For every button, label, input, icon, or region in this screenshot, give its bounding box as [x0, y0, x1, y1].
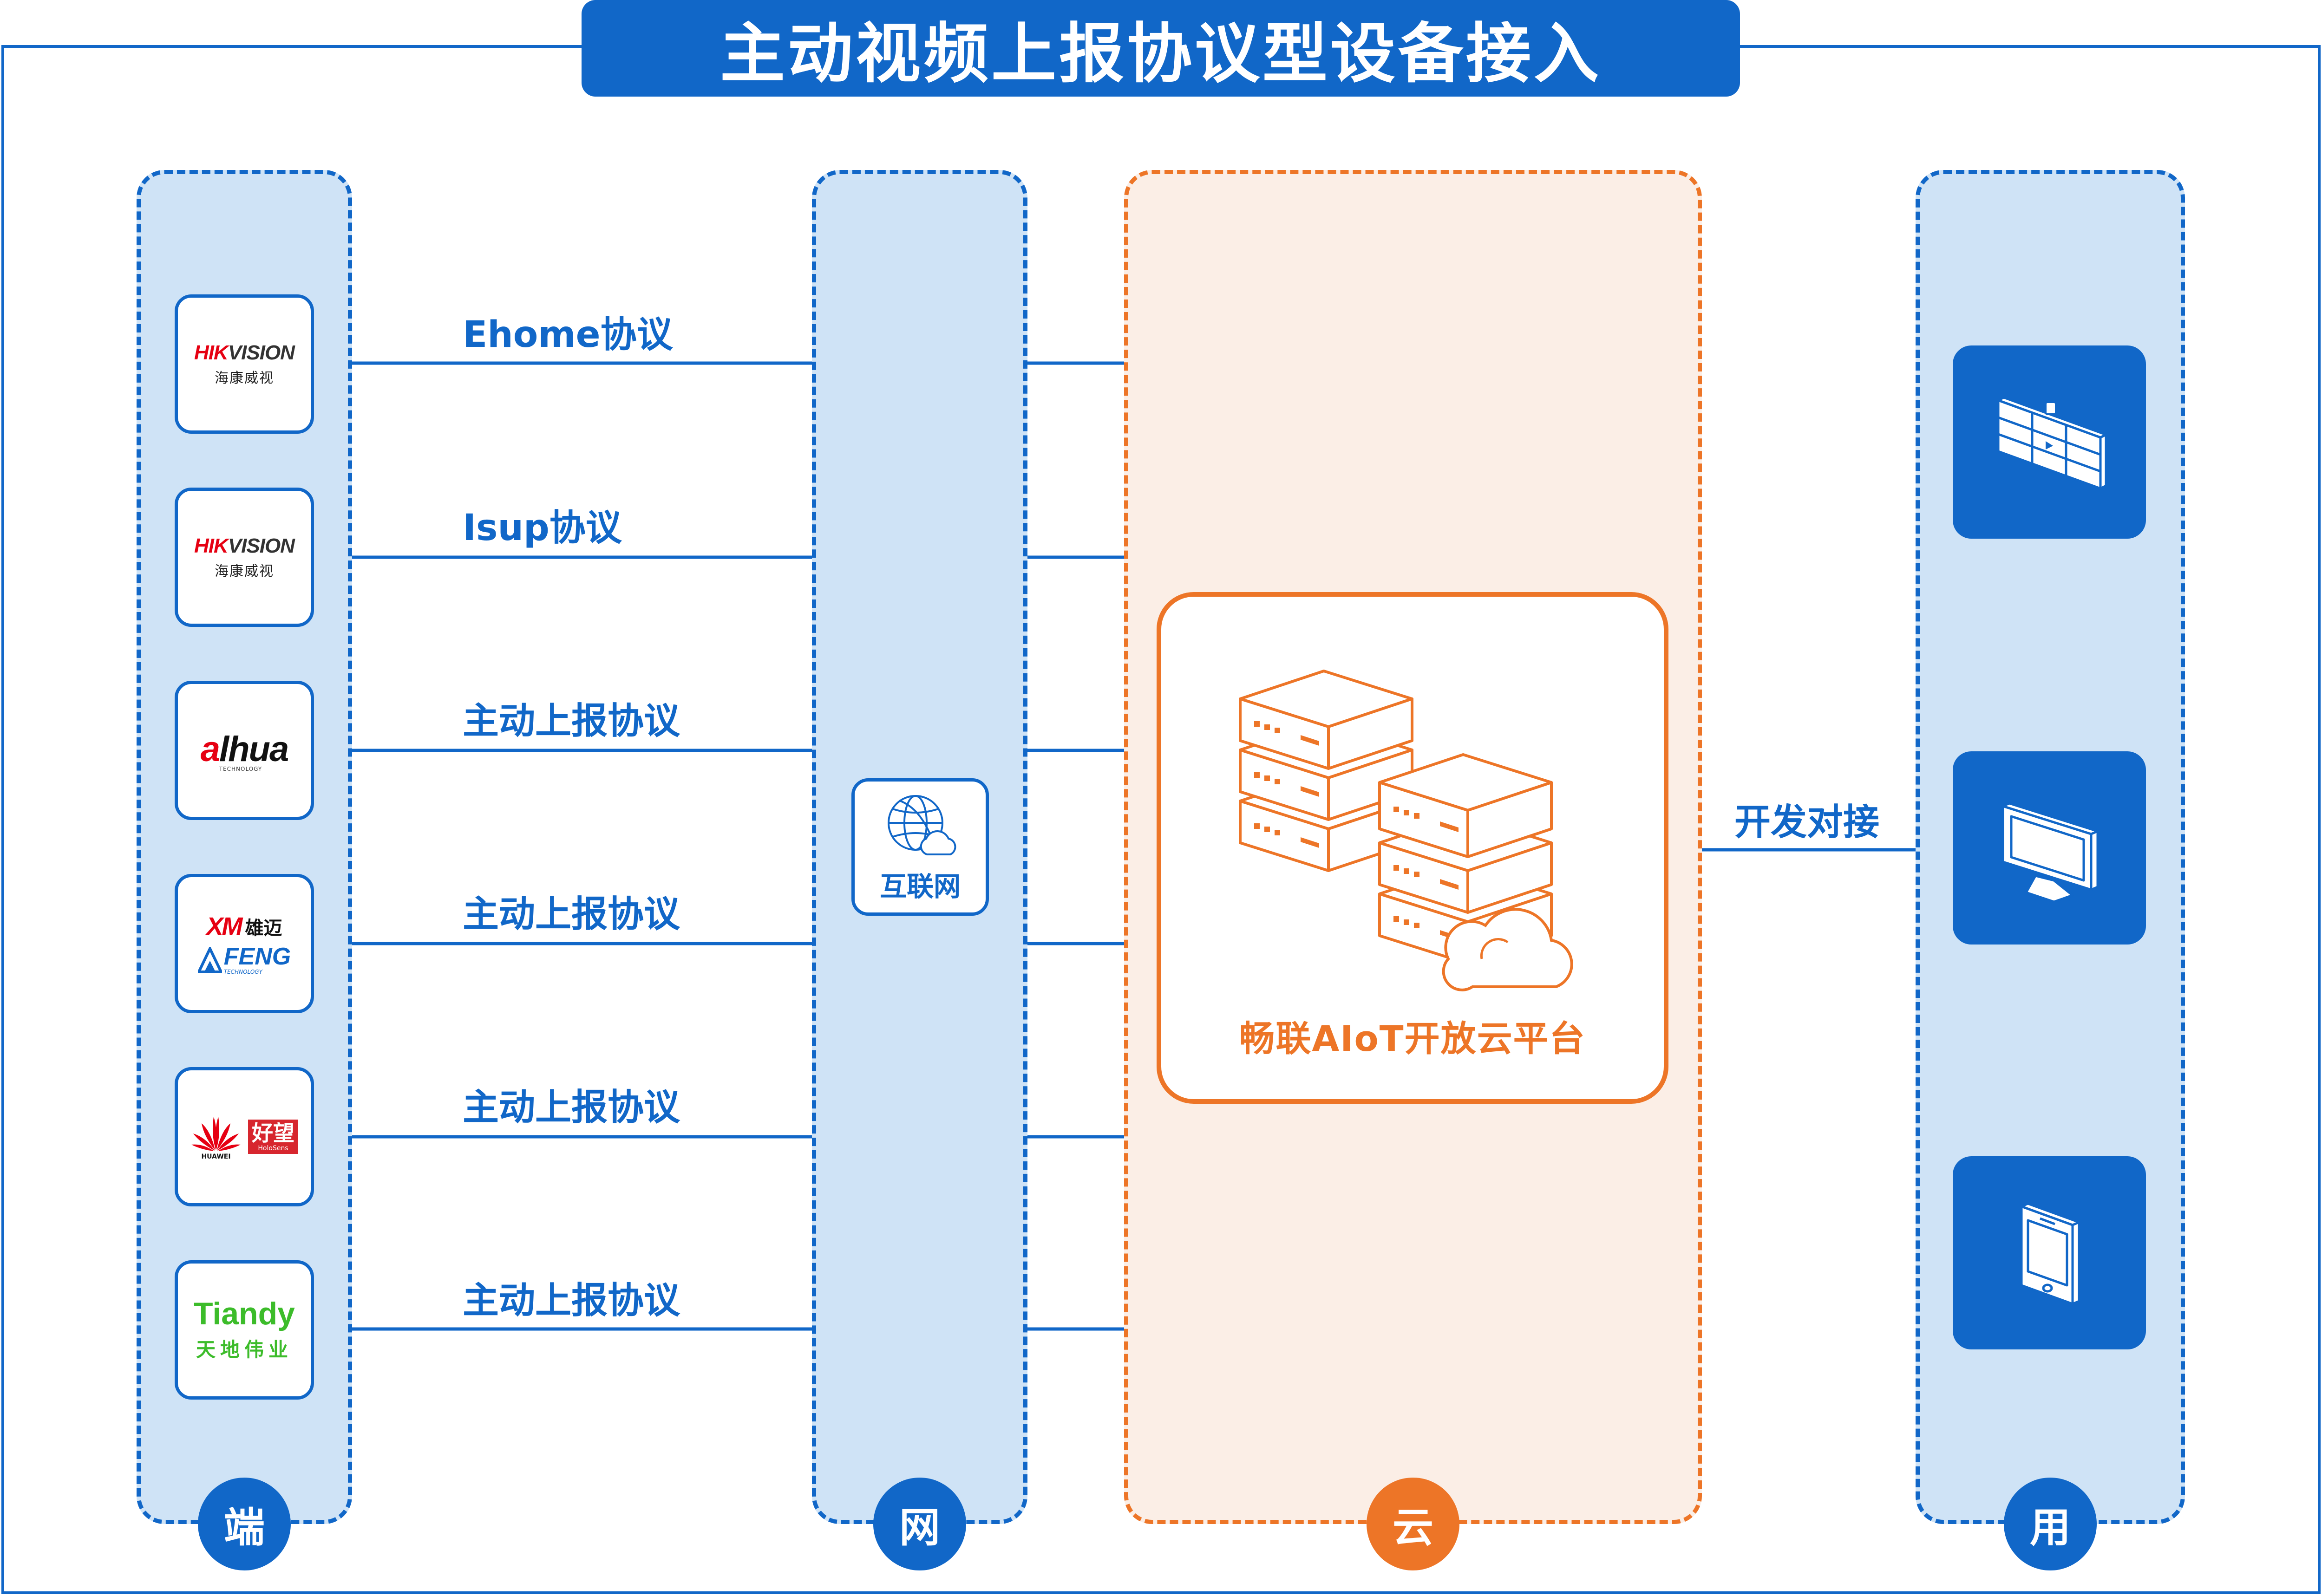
video-wall-icon: [1997, 396, 2107, 490]
monitor-icon: [2001, 802, 2099, 903]
app-card-smartphone[interactable]: [1953, 1156, 2146, 1349]
feng-logo: FENG: [223, 943, 291, 970]
cloud-platform-label: 畅联AIoT开放云平台: [1239, 1018, 1586, 1059]
protocol-label: Isup协议: [463, 507, 622, 549]
xm-logo-cn: 雄迈: [245, 918, 282, 939]
device-card-huawei-holosens[interactable]: HUAWEI 好望 HoloSens: [175, 1067, 314, 1206]
page-title: 主动视频上报协议型设备接入: [719, 16, 1602, 92]
layer-tag-endpoint: 端: [198, 1478, 291, 1570]
protocol-label: 主动上报协议: [463, 700, 680, 742]
device-lines: [314, 361, 812, 1331]
hikvision-logo: HIKVISION: [194, 534, 295, 557]
device-card-xm-feng[interactable]: XM 雄迈 FENG TECHNOLOGY: [175, 874, 314, 1013]
server-stack-cloud-icon: [1239, 670, 1573, 991]
device-card-dahua[interactable]: alhua TECHNOLOGY: [175, 681, 314, 820]
title-banner: 主动视频上报协议型设备接入: [582, 0, 1740, 97]
hikvision-logo-sub: 海康威视: [215, 563, 274, 580]
layer-tag-cloud: 云: [1367, 1478, 1459, 1570]
huawei-logo: HUAWEI: [201, 1153, 231, 1160]
dahua-logo: alhua: [200, 729, 289, 769]
device-card-hikvision[interactable]: HIKVISION 海康威视: [175, 294, 314, 434]
protocol-label: Ehome协议: [463, 314, 673, 356]
globe-cloud-icon: [888, 795, 956, 855]
layer-tag-network: 网: [873, 1478, 966, 1570]
dev-integration-label: 开发对接: [1734, 801, 1880, 843]
internet-label: 互联网: [879, 871, 961, 902]
feng-logo-sub: TECHNOLOGY: [223, 969, 262, 975]
layer-tag-application: 用: [2004, 1478, 2097, 1570]
hikvision-logo: HIKVISION: [194, 341, 295, 364]
dahua-logo-sub: TECHNOLOGY: [219, 765, 262, 772]
smartphone-icon: [2020, 1202, 2080, 1305]
protocol-label: 主动上报协议: [463, 1087, 680, 1128]
app-card-monitor[interactable]: [1953, 751, 2146, 945]
app-card-video-wall[interactable]: [1953, 345, 2146, 539]
device-card-tiandy[interactable]: Tiandy 天地伟业: [175, 1260, 314, 1400]
outer-frame: [1, 45, 2321, 1594]
feng-mountain-icon: [197, 947, 222, 973]
network-lines: [1027, 361, 1124, 1331]
tiandy-logo: Tiandy: [194, 1296, 295, 1331]
internet-card[interactable]: 互联网: [851, 778, 989, 916]
cloud-platform-card[interactable]: 畅联AIoT开放云平台: [1157, 592, 1668, 1104]
protocol-label: 主动上报协议: [463, 893, 680, 935]
holosens-logo: 好望 HoloSens: [248, 1119, 298, 1154]
xm-logo: XM: [206, 912, 243, 940]
protocol-label: 主动上报协议: [463, 1280, 680, 1322]
huawei-flower-icon: [191, 1117, 241, 1151]
hikvision-logo-sub: 海康威视: [215, 370, 274, 386]
tiandy-logo-cn: 天地伟业: [196, 1338, 293, 1361]
device-card-hikvision-isup[interactable]: HIKVISION 海康威视: [175, 488, 314, 627]
